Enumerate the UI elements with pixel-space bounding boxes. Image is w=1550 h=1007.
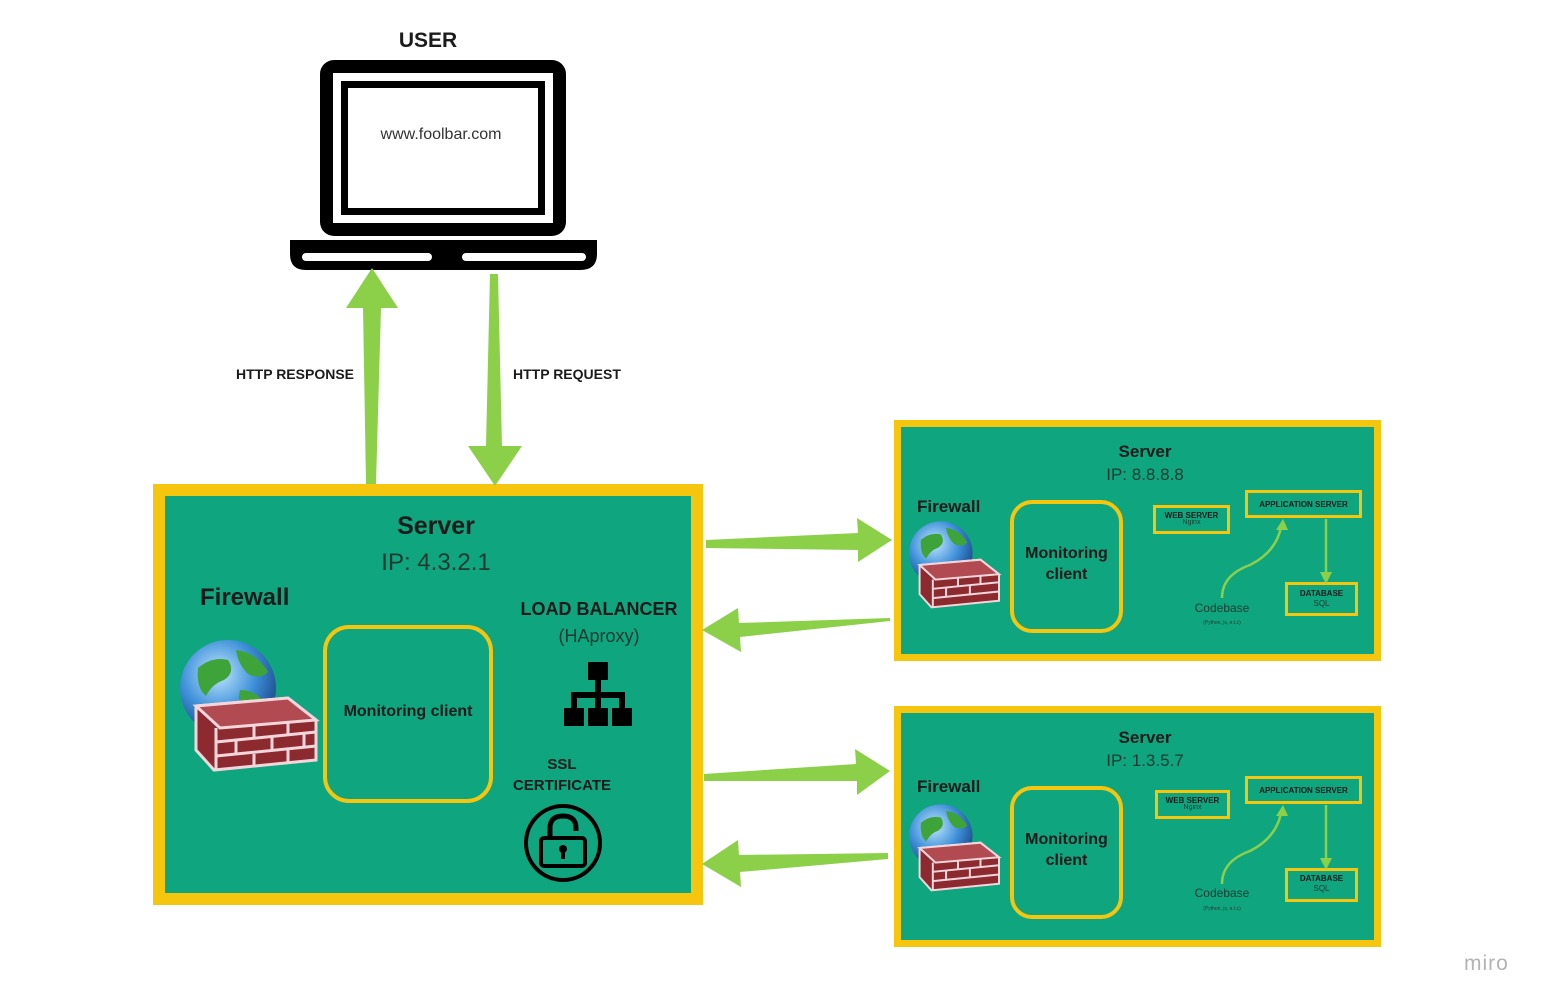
- server-top-web-server-box: [1153, 505, 1230, 534]
- ssl-label-1: SSL: [547, 756, 577, 773]
- server-bottom-web-server-label: WEB SERVER: [1165, 796, 1220, 805]
- server-top-firewall-icon: [909, 521, 1002, 609]
- main-monitoring-label: Monitoring client: [343, 703, 473, 720]
- load-balancer-label: LOAD BALANCER: [520, 599, 678, 619]
- main-firewall-icon: [180, 640, 320, 772]
- miro-watermark: miro: [1464, 952, 1509, 975]
- server-bottom-app-server-box: [1245, 776, 1362, 804]
- server-bottom-database-sub: SQL: [1313, 884, 1330, 893]
- arrow-to-server-top: [706, 518, 892, 562]
- server-top-monitoring-line1: Monitoring: [1025, 545, 1108, 562]
- server-box-bottom: [894, 706, 1381, 947]
- server-top-firewall-label: Firewall: [917, 497, 981, 516]
- server-top-web-server-label: WEB SERVER: [1164, 511, 1219, 520]
- server-top-codebase-label: Codebase: [1194, 601, 1250, 615]
- http-response-label: HTTP RESPONSE: [236, 366, 354, 382]
- arrow-from-server-top: [702, 608, 890, 652]
- main-monitoring-box: [323, 625, 493, 803]
- server-bottom-codebase-sub: (Python, js, e.t.c): [1203, 906, 1241, 912]
- arrow-to-server-bottom: [704, 749, 890, 795]
- server-top-web-server-sub: Nginx: [1182, 519, 1201, 526]
- server-bottom-codebase-label: Codebase: [1194, 886, 1250, 900]
- server-bottom-title: Server: [1118, 728, 1172, 747]
- load-balancer-sub: (HAproxy): [558, 626, 640, 646]
- network-hierarchy-icon: [564, 662, 632, 726]
- server-top-monitoring-box: [1010, 500, 1123, 633]
- server-bottom-web-server-box: [1155, 790, 1230, 819]
- laptop-icon: [290, 60, 597, 270]
- user-label: USER: [398, 29, 458, 52]
- ssl-label-2: CERTIFICATE: [512, 777, 612, 794]
- main-server-ip: IP: 4.3.2.1: [381, 549, 491, 576]
- server-top-codebase-sub: (Python, js, e.t.c): [1203, 620, 1241, 626]
- server-box-top: [894, 420, 1381, 661]
- server-bottom-ip: IP: 1.3.5.7: [1106, 751, 1184, 770]
- laptop-url: www.foolbar.com: [380, 126, 502, 143]
- server-bottom-web-server-sub: Nginx: [1183, 804, 1202, 811]
- server-bottom-monitoring-line1: Monitoring: [1025, 831, 1108, 848]
- server-top-title: Server: [1118, 442, 1172, 461]
- server-top-monitoring-line2: client: [1045, 566, 1088, 583]
- main-server-title: Server: [397, 512, 475, 540]
- server-bottom-firewall-icon: [909, 804, 1002, 892]
- padlock-icon: [524, 804, 602, 882]
- server-top-database-label: DATABASE: [1299, 589, 1344, 598]
- main-firewall-label: Firewall: [200, 584, 290, 611]
- server-bottom-app-server-label: APPLICATION SERVER: [1259, 786, 1348, 795]
- server-top-app-server-label: APPLICATION SERVER: [1259, 500, 1348, 509]
- arrow-from-server-bottom: [702, 840, 888, 887]
- server-bottom-database-label: DATABASE: [1299, 874, 1344, 883]
- server-bottom-monitoring-box: [1010, 786, 1123, 919]
- server-bottom-monitoring-line2: client: [1045, 852, 1088, 869]
- server-bottom-firewall-label: Firewall: [917, 777, 981, 796]
- server-top-database-sub: SQL: [1313, 599, 1330, 608]
- server-top-app-server-box: [1245, 490, 1362, 518]
- http-request-label: HTTP REQUEST: [513, 366, 621, 382]
- server-top-ip: IP: 8.8.8.8: [1106, 465, 1184, 484]
